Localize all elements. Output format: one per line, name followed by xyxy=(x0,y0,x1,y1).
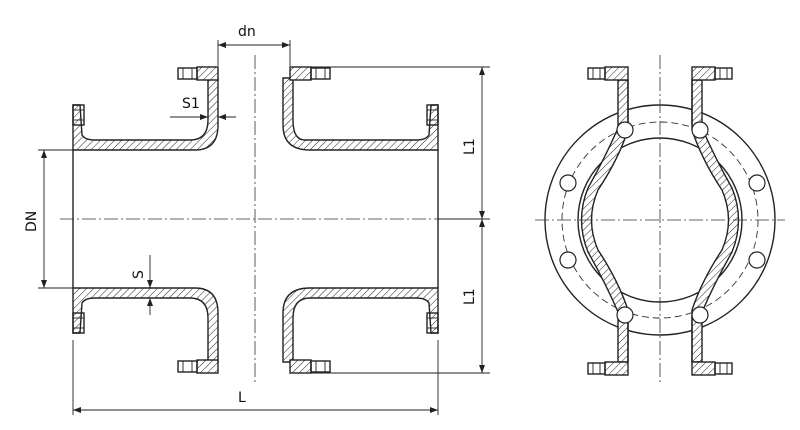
bottom-flange-left xyxy=(196,359,219,374)
end-top-flange-left xyxy=(604,66,629,81)
bottom-bolt-left xyxy=(177,360,198,373)
bolt-hole xyxy=(748,251,766,269)
end-bottom-flange-right xyxy=(691,361,716,376)
bolt-hole xyxy=(559,251,577,269)
left-flange-upper xyxy=(72,104,85,126)
bottom-flange-right xyxy=(289,359,312,374)
dim-l-label: L xyxy=(238,390,246,406)
bolt-hole xyxy=(616,121,634,139)
dim-l1-top-label: L1 xyxy=(462,138,478,155)
right-flange-lower xyxy=(426,312,439,334)
dim-s-label: S xyxy=(131,270,147,279)
wall-lower-left xyxy=(72,287,219,363)
end-view xyxy=(535,55,785,385)
top-bolt-right xyxy=(310,67,331,80)
dim-s1-label: S1 xyxy=(182,96,200,112)
bolt-hole xyxy=(691,306,709,324)
top-flange-right xyxy=(289,66,312,81)
wall-upper-left xyxy=(72,77,219,151)
end-top-flange-right xyxy=(691,66,716,81)
wall-lower-right xyxy=(282,287,439,363)
dim-dn-label: dn xyxy=(238,24,256,40)
bolt-hole xyxy=(748,174,766,192)
bolt-hole xyxy=(616,306,634,324)
end-bottom-flange-left xyxy=(604,361,629,376)
top-bolt-left xyxy=(177,67,198,80)
bolt-hole xyxy=(559,174,577,192)
dim-l1-bottom-label: L1 xyxy=(462,288,478,305)
section-view: dn S1 DN S L1 L1 xyxy=(24,24,490,415)
top-flange-left xyxy=(196,66,219,81)
dim-DN-label: DN xyxy=(24,211,40,232)
bottom-bolt-right xyxy=(310,360,331,373)
wall-upper-right xyxy=(282,77,439,151)
left-flange-lower xyxy=(72,312,85,334)
bolt-hole xyxy=(691,121,709,139)
right-flange-upper xyxy=(426,104,439,126)
